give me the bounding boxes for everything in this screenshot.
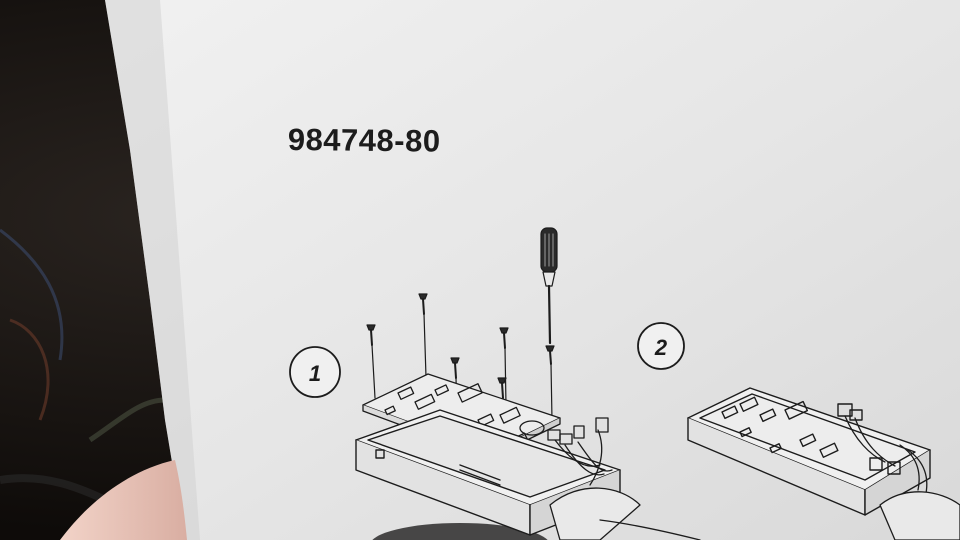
screw-icon <box>499 327 509 406</box>
housing-2 <box>687 387 931 516</box>
screw-icon <box>545 345 555 421</box>
wires-2 <box>844 415 960 540</box>
step-1-number: 1 <box>309 361 321 386</box>
step-2-number: 2 <box>654 335 668 360</box>
step-2-circle <box>637 322 685 370</box>
step-1-circle <box>289 346 341 398</box>
part-number: 984748-80 <box>287 122 441 159</box>
screwdriver-icon <box>540 227 558 345</box>
wires-1 <box>549 429 701 540</box>
screw-icon <box>418 293 428 378</box>
thumb <box>60 460 187 540</box>
screw-icon <box>366 324 376 399</box>
housing-1 <box>355 409 621 536</box>
